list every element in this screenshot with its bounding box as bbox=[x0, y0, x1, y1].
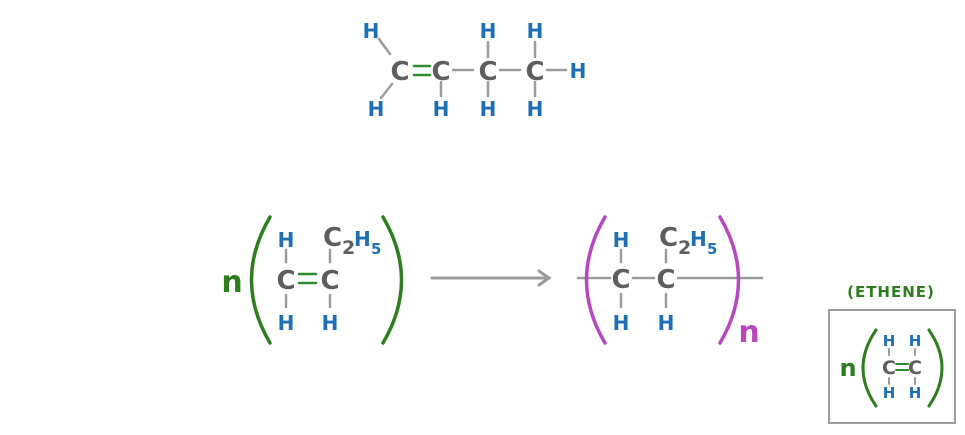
carbon-atom: C bbox=[656, 265, 675, 295]
hydrogen-atom: H bbox=[883, 332, 896, 350]
hydrogen-atom: H bbox=[368, 97, 385, 121]
ethene-box: (ETHENE) n H H C C H H bbox=[828, 283, 956, 424]
carbon-atom: C bbox=[525, 57, 544, 87]
ethyl-carbon: C bbox=[659, 223, 678, 253]
hydrogen-atom: H bbox=[909, 384, 922, 402]
hydrogen-atom: H bbox=[883, 384, 896, 402]
hydrogen-atom: H bbox=[527, 19, 544, 43]
right-bracket bbox=[718, 215, 741, 345]
ethyl-carbon: C bbox=[323, 223, 342, 253]
hydrogen-atom: H bbox=[613, 311, 630, 335]
left-bracket bbox=[584, 215, 607, 345]
ethyl-hydrogen-subscript: 5 bbox=[371, 240, 381, 258]
hydrogen-atom: H bbox=[278, 228, 295, 252]
carbon-atom: C bbox=[908, 357, 922, 379]
carbon-atom: C bbox=[390, 57, 409, 87]
ethyl-carbon-subscript: 2 bbox=[678, 237, 691, 259]
hydrogen-atom: H bbox=[480, 97, 497, 121]
ethene-caption: (ETHENE) bbox=[847, 283, 935, 301]
carbon-atom: C bbox=[320, 266, 339, 296]
right-bracket bbox=[927, 328, 944, 408]
arrow-head bbox=[537, 269, 552, 287]
multiplier-n: n bbox=[221, 265, 242, 300]
hydrogen-atom: H bbox=[278, 311, 295, 335]
right-bracket bbox=[381, 215, 404, 345]
hydrogen-atom: H bbox=[658, 311, 675, 335]
ethyl-hydrogen: H bbox=[354, 227, 371, 251]
polymer-formula: H C C H H C 2 H 5 n bbox=[576, 215, 764, 350]
left-bracket bbox=[861, 328, 878, 408]
butene-structural-formula: H H C C C C H H H H H H bbox=[363, 19, 587, 121]
ethene-box-border bbox=[828, 309, 956, 424]
ethyl-carbon-subscript: 2 bbox=[342, 237, 355, 259]
carbon-atom: C bbox=[276, 266, 295, 296]
reaction-arrow bbox=[430, 269, 552, 287]
left-bracket bbox=[249, 215, 272, 345]
hydrogen-atom: H bbox=[527, 97, 544, 121]
hydrogen-atom: H bbox=[363, 19, 380, 43]
carbon-atom: C bbox=[611, 265, 630, 295]
multiplier-n: n bbox=[839, 354, 856, 382]
bond-c1-h-lower bbox=[379, 82, 394, 100]
monomer-formula: n H C C H H C 2 H 5 bbox=[221, 215, 404, 345]
hydrogen-atom: H bbox=[909, 332, 922, 350]
ethyl-hydrogen: H bbox=[690, 227, 707, 251]
ethyl-hydrogen-subscript: 5 bbox=[707, 240, 717, 258]
hydrogen-atom: H bbox=[613, 228, 630, 252]
hydrogen-atom: H bbox=[570, 59, 587, 83]
carbon-atom: C bbox=[882, 357, 896, 379]
hydrogen-atom: H bbox=[480, 19, 497, 43]
carbon-atom: C bbox=[431, 57, 450, 87]
subscript-n: n bbox=[738, 315, 759, 350]
hydrogen-atom: H bbox=[322, 311, 339, 335]
carbon-atom: C bbox=[478, 57, 497, 87]
hydrogen-atom: H bbox=[433, 97, 450, 121]
bond-c1-h-upper bbox=[377, 37, 392, 56]
